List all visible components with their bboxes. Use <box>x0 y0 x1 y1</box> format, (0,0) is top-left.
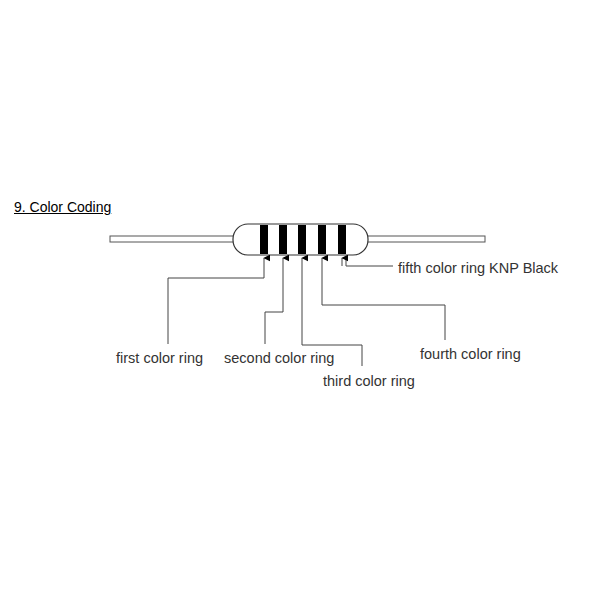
ring-label: third color ring <box>323 374 415 389</box>
resistor-body <box>233 224 368 255</box>
leader-line <box>265 258 283 344</box>
leader-line <box>168 258 264 344</box>
color-band <box>279 225 287 254</box>
resistor-symbol <box>110 224 485 255</box>
ring-label: second color ring <box>224 351 334 366</box>
color-band <box>318 225 326 254</box>
color-band <box>298 225 306 254</box>
leader-line <box>346 258 393 266</box>
leader-line <box>342 258 343 266</box>
section-title: 9. Color Coding <box>14 200 111 214</box>
ring-label: fourth color ring <box>420 347 521 362</box>
ring-label: first color ring <box>116 351 203 366</box>
lead-wire <box>110 236 240 242</box>
color-band <box>338 225 346 254</box>
color-band <box>260 225 268 254</box>
lead-wire <box>360 236 485 242</box>
ring-label: fifth color ring KNP Black <box>398 261 558 276</box>
